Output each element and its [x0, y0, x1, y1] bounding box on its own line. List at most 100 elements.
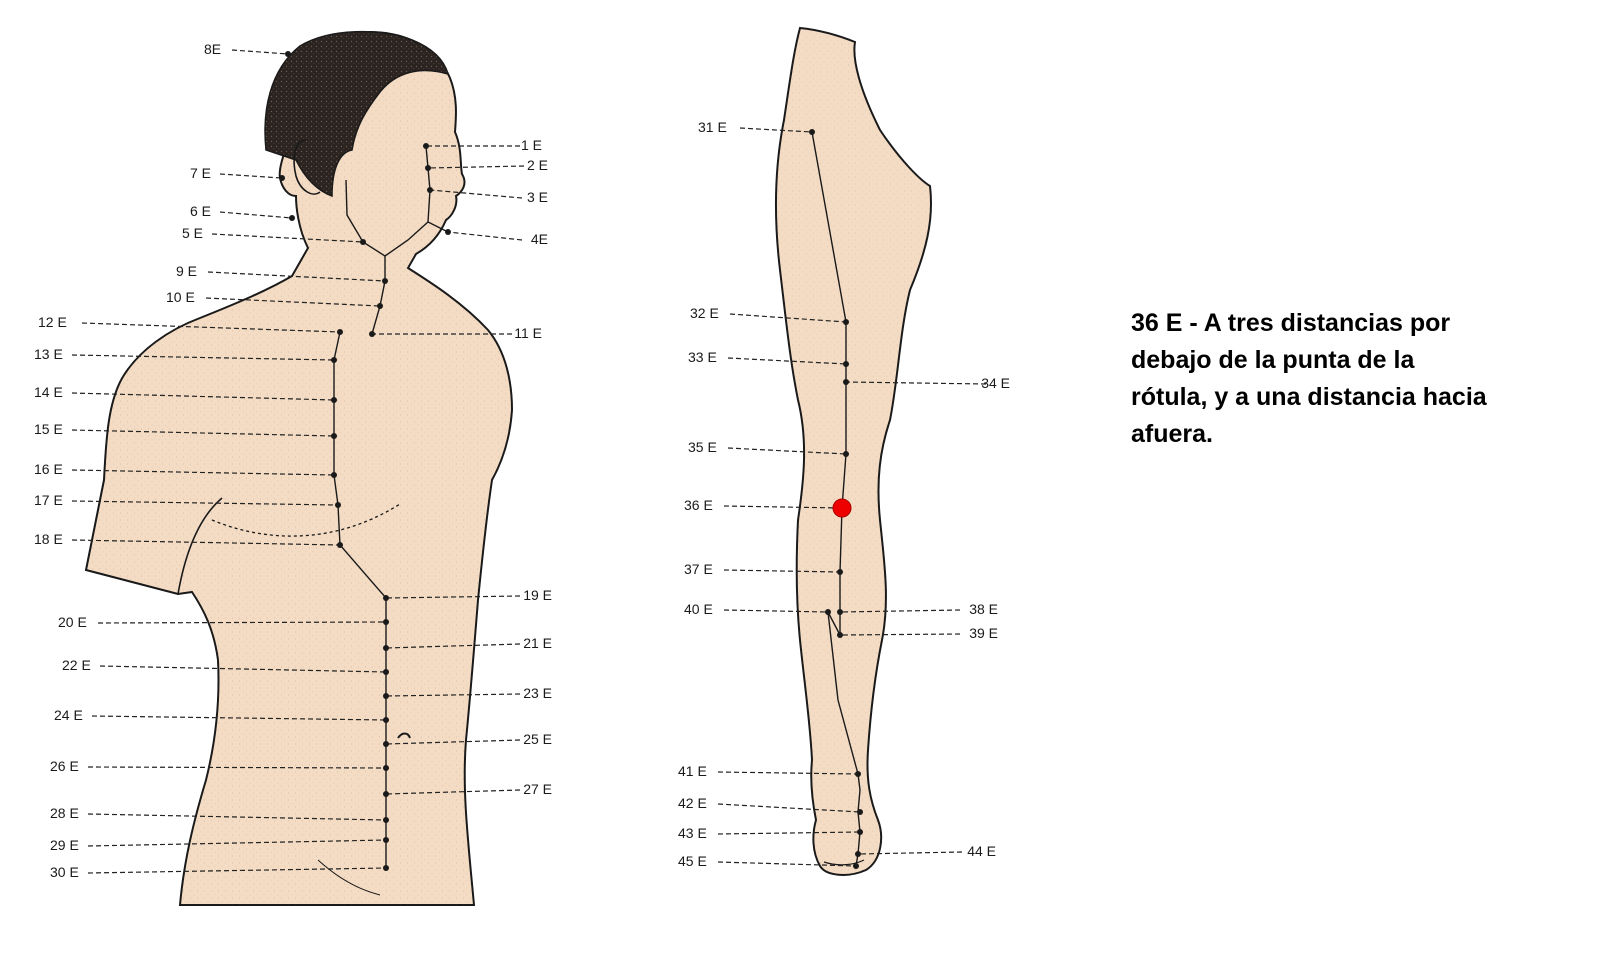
- leader-line-13e: [71, 354, 335, 361]
- pectoral-line: [211, 503, 401, 537]
- point-label-8e: 8E: [204, 41, 221, 57]
- point-label-29e: 29 E: [50, 837, 79, 853]
- point-label-20e: 20 E: [58, 614, 87, 630]
- point-42e: [857, 809, 863, 815]
- point-25e: [383, 741, 389, 747]
- abdomen-line: [317, 859, 381, 896]
- leader-line-7e: [219, 173, 283, 179]
- point-label-33e: 33 E: [688, 349, 717, 365]
- point-32e: [843, 319, 849, 325]
- point-label-38e: 38 E: [969, 601, 998, 617]
- point-38e: [837, 609, 843, 615]
- point-label-34e: 34 E: [981, 375, 1010, 391]
- point-26e: [383, 765, 389, 771]
- point-label-15e: 15 E: [34, 421, 63, 437]
- point-16e: [331, 472, 337, 478]
- point-3e: [427, 187, 433, 193]
- point-28e: [383, 817, 389, 823]
- description-line: debajo de la punta de la: [1131, 346, 1415, 374]
- point-label-17e: 17 E: [34, 492, 63, 508]
- point-label-37e: 37 E: [684, 561, 713, 577]
- leader-line-44e: [857, 851, 963, 855]
- leader-line-35e: [727, 447, 847, 455]
- leader-lines: [71, 49, 987, 874]
- point-24e: [383, 717, 389, 723]
- point-22e: [383, 669, 389, 675]
- point-41e: [855, 771, 861, 777]
- point-description: 36 E - A tres distancias por debajo de l…: [1131, 305, 1551, 453]
- leader-line-14e: [71, 392, 335, 401]
- point-21e: [383, 645, 389, 651]
- point-8e: [285, 51, 291, 57]
- leader-line-23e: [385, 693, 521, 697]
- point-label-14e: 14 E: [34, 384, 63, 400]
- point-10e: [377, 303, 383, 309]
- leader-line-32e: [729, 313, 847, 323]
- leader-line-31e: [739, 127, 813, 133]
- point-13e: [331, 357, 337, 363]
- leader-line-33e: [727, 357, 847, 365]
- point-34e: [843, 379, 849, 385]
- point-label-18e: 18 E: [34, 531, 63, 547]
- acupoints: [279, 51, 863, 871]
- point-label-9e: 9 E: [176, 263, 197, 279]
- point-18e: [337, 542, 343, 548]
- leader-line-36e: [723, 505, 843, 509]
- point-14e: [331, 397, 337, 403]
- point-35e: [843, 451, 849, 457]
- point-label-21e: 21 E: [523, 635, 552, 651]
- point-30e: [383, 865, 389, 871]
- leader-line-41e: [717, 771, 859, 775]
- point-label-12e: 12 E: [38, 314, 67, 330]
- point-12e: [337, 329, 343, 335]
- point-label-43e: 43 E: [678, 825, 707, 841]
- leader-line-24e: [91, 715, 387, 721]
- point-label-11e: 11 E: [514, 325, 542, 341]
- point-15e: [331, 433, 337, 439]
- point-label-40e: 40 E: [684, 601, 713, 617]
- description-line: 36 E - A tres distancias por: [1131, 309, 1451, 337]
- point-label-6e: 6 E: [190, 203, 211, 219]
- point-40e: [825, 609, 831, 615]
- leader-line-20e: [97, 621, 387, 624]
- description-line: rótula, y a una distancia hacia: [1131, 383, 1487, 411]
- point-label-5e: 5 E: [182, 225, 203, 241]
- leader-line-30e: [87, 867, 387, 874]
- point-label-28e: 28 E: [50, 805, 79, 821]
- leg-figure: [774, 26, 933, 876]
- point-label-23e: 23 E: [523, 685, 552, 701]
- point-5e: [360, 239, 366, 245]
- point-31e: [809, 129, 815, 135]
- point-label-19e: 19 E: [523, 587, 552, 603]
- point-2e: [425, 165, 431, 171]
- point-label-1e: 1 E: [521, 137, 542, 153]
- leader-line-9e: [207, 271, 386, 282]
- leader-line-27e: [385, 789, 521, 795]
- highlighted-point-36e: [832, 498, 852, 518]
- leader-line-8e: [231, 49, 289, 55]
- point-29e: [383, 837, 389, 843]
- leader-line-40e: [723, 609, 829, 613]
- leader-line-18e: [71, 539, 341, 546]
- leader-line-12e: [81, 322, 341, 333]
- point-label-41e: 41 E: [678, 763, 707, 779]
- point-39e: [837, 632, 843, 638]
- leader-line-38e: [839, 609, 961, 613]
- torso-shading: [86, 32, 512, 905]
- arm-stump: [85, 479, 223, 595]
- navel: [397, 732, 411, 739]
- leg-shading: [775, 28, 932, 875]
- leader-line-17e: [71, 500, 339, 506]
- toes-line: [823, 859, 865, 866]
- point-4e: [445, 229, 451, 235]
- point-label-27e: 27 E: [523, 781, 552, 797]
- point-9e: [382, 278, 388, 284]
- point-label-30e: 30 E: [50, 864, 79, 880]
- torso-figure: [84, 30, 514, 906]
- point-label-36e: 36 E: [684, 497, 713, 513]
- point-45e: [853, 863, 859, 869]
- point-1e: [423, 143, 429, 149]
- leader-line-10e: [205, 297, 381, 307]
- point-23e: [383, 693, 389, 699]
